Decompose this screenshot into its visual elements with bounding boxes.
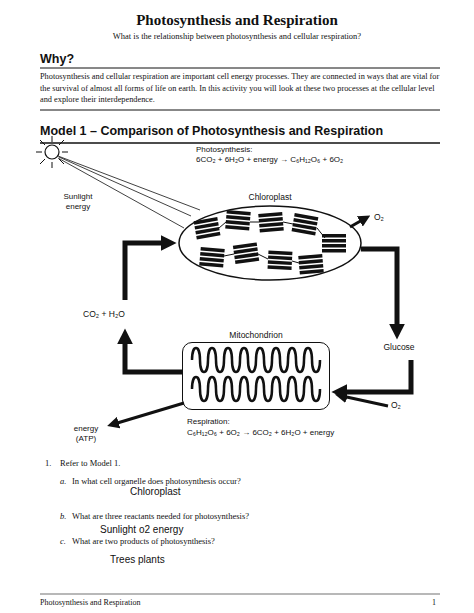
organelle-outline [179,206,361,280]
subtitle-question: What is the relationship between photosy… [0,31,474,41]
equation-name: Respiration: [187,417,230,427]
answer-text: Sunlight o2 energy [100,524,183,536]
section-heading: Why? [40,52,74,67]
organelle-name: Chloroplast [178,192,362,202]
thylakoid-stack [199,247,225,268]
section-heading: Model 1 – Comparison of Photosynthesis a… [40,124,383,139]
arrow-segment [125,338,182,372]
oxygen-arrow [342,396,388,406]
input-label: Sunlight energy [56,192,100,212]
question-text: In what cell organelle does photosynthes… [72,476,241,486]
thylakoid-stack [298,254,324,275]
page-title: Photosynthesis and Respiration [0,12,474,29]
thylakoid-stack [258,212,284,233]
answer-text: Trees plants [110,554,165,566]
arrow-segment [341,360,411,392]
question-letter: a. [60,476,66,486]
flow-arrow [125,243,182,372]
equation-name: Photosynthesis: [196,145,252,155]
question-number: 1. [45,458,51,468]
chloroplast-organelle: Chloroplast [178,205,362,281]
organelle-outline [178,205,362,281]
sun-symbol [36,136,68,168]
footer-text: Photosynthesis and Respiration [40,598,140,608]
atp-arrow [114,403,184,424]
footer-rule [40,594,440,595]
answer-text: Chloroplast [130,486,181,498]
arrow-segment [361,249,397,330]
chemical-equation: C₆H₁₂O₆ + 6O₂ → 6CO₂ + 6H₂O + energy [187,428,334,438]
thylakoid-stacks [194,210,346,275]
oxygen-arrow [350,219,364,227]
organelle-name: Mitochondrion [183,330,329,340]
cristae-folds [192,348,320,401]
question-letter: c. [60,536,66,546]
section-rule [40,68,440,69]
section-rule [40,142,440,144]
intro-paragraph: Photosynthesis and cellular respiration … [40,71,442,106]
input-label: O₂ [391,400,401,410]
thylakoid-stack [268,250,293,270]
page-number: 1 [432,598,436,608]
question-text: Refer to Model 1. [60,458,120,468]
thylakoid-stack [233,242,259,264]
mitochondrion-organelle: Mitochondrion [182,342,330,410]
output-label: energy (ATP) [66,424,106,444]
chemical-equation: 6CO₂ + 6H₂O + energy → C₆H₁₂O₆ + 6O₂ [196,155,343,165]
flow-label: Glucose [383,342,414,352]
flow-arrow [341,249,411,392]
section-rule [40,110,440,111]
arrow-segment [125,243,167,300]
question-text: What are two products of photosynthesis? [72,536,215,546]
output-arrows [114,219,388,424]
flow-label: CO₂ + H₂O [83,309,125,319]
thylakoid-stack [292,213,319,235]
question-letter: b. [60,511,66,521]
question-text: What are three reactants needed for phot… [72,511,249,521]
output-label: O₂ [374,212,384,222]
thylakoid-stack [322,234,346,253]
thylakoid-stack [225,210,251,231]
